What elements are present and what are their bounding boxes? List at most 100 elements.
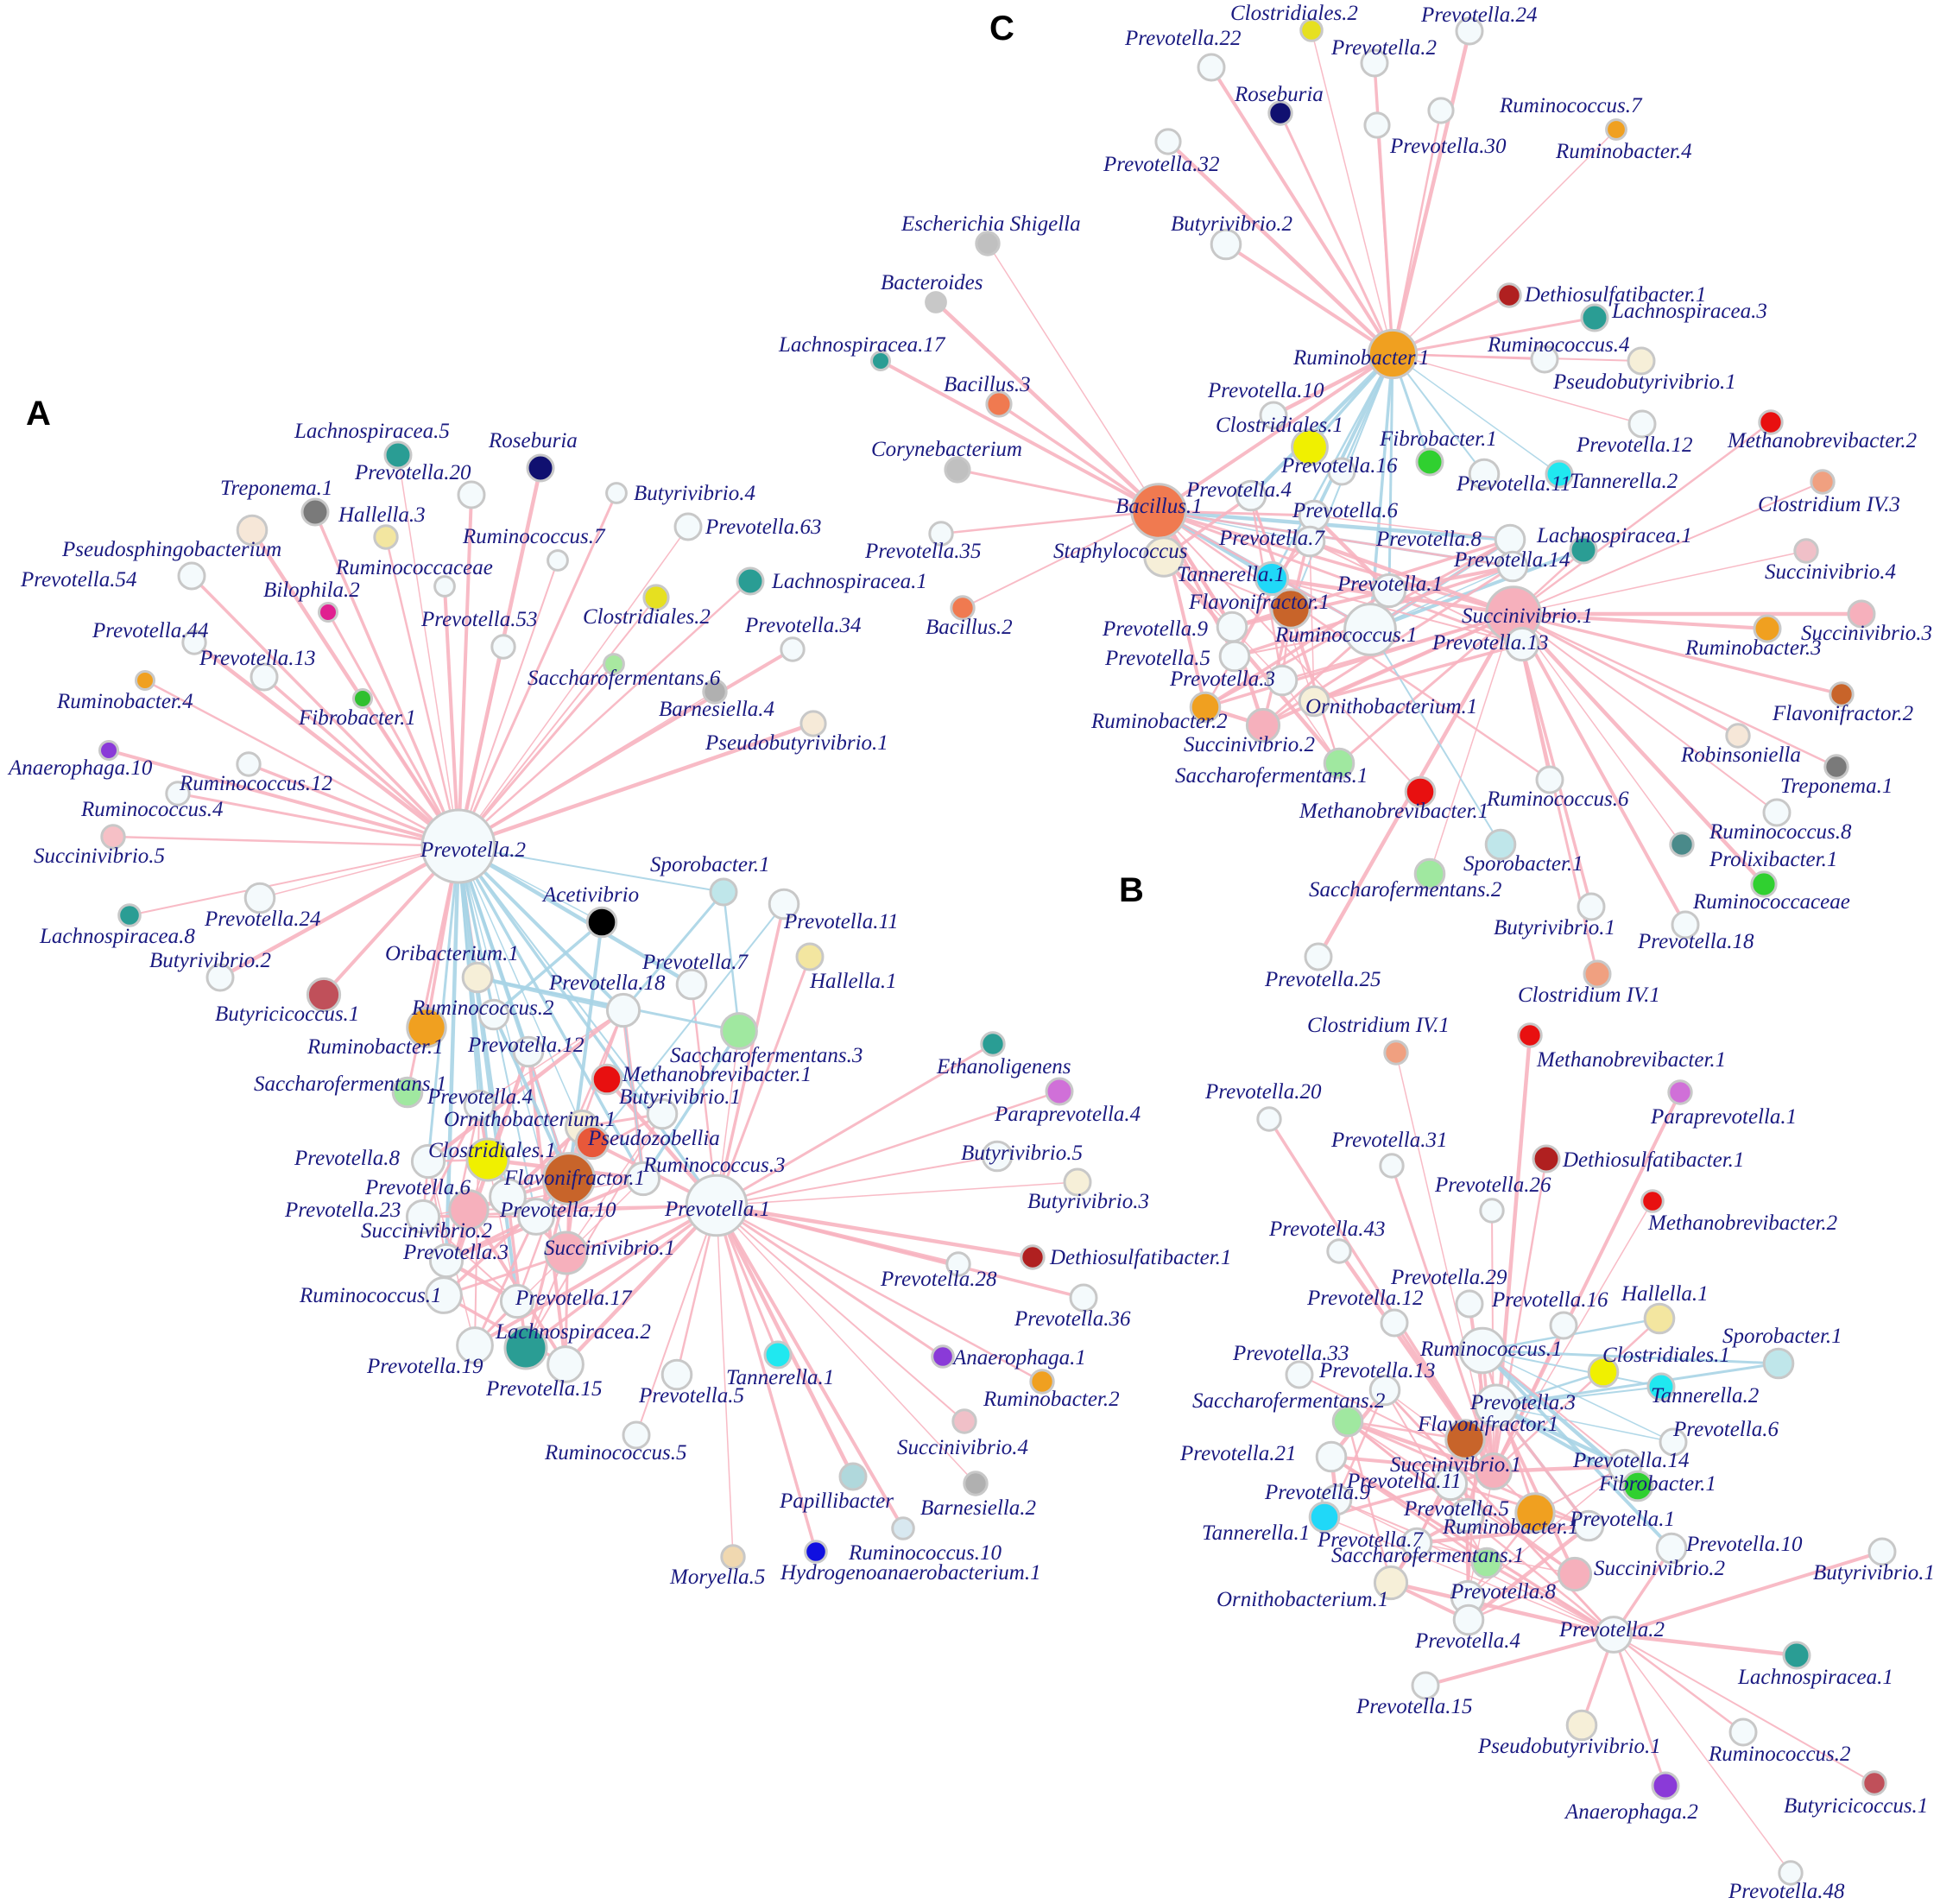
edge-a-prevotella-2-sporobacter-1 bbox=[458, 845, 724, 893]
label-a-prevotella-4: Prevotella.4 bbox=[427, 1085, 533, 1109]
node-a-prevotella-17 bbox=[499, 1283, 535, 1319]
label-a-prevotella-5: Prevotella.5 bbox=[638, 1384, 744, 1407]
edge-a-prevotella-2-lachnospiracea-8 bbox=[129, 845, 459, 916]
edge-b-succinivibrio-2-saccharofermentans-2 bbox=[1347, 1420, 1576, 1575]
edge-c-bacillus-1-corynebacterium bbox=[957, 468, 1160, 513]
node-b-prevotella-29 bbox=[1455, 1289, 1484, 1319]
label-a-prevotella-6: Prevotella.6 bbox=[364, 1176, 471, 1199]
label-b-prevotella-33: Prevotella.33 bbox=[1232, 1342, 1349, 1365]
node-c-prevotella-3 bbox=[1266, 664, 1299, 697]
label-b-butyrivibrio-1: Butyrivibrio.1 bbox=[1813, 1561, 1935, 1585]
node-b-paraprevotella-1 bbox=[1667, 1079, 1693, 1105]
label-a-prevotella-63: Prevotella.63 bbox=[705, 516, 821, 539]
node-c-sporobacter-1 bbox=[1484, 828, 1517, 861]
label-c-tannerella-1: Tannerella.1 bbox=[1177, 563, 1285, 586]
label-a-butyrivibrio-4: Butyrivibrio.4 bbox=[634, 482, 755, 505]
edge-b-prevotella-13-prevotella-2 bbox=[1384, 1389, 1615, 1635]
node-c-escherichia-shigella bbox=[975, 231, 1001, 256]
edge-a-prevotella-2-bilophila-2 bbox=[326, 611, 460, 847]
node-b-succinivibrio-1 bbox=[1475, 1452, 1513, 1490]
node-c-ruminobacter-3 bbox=[1753, 614, 1782, 643]
edge-c-ruminobacter-1-pseudobutyrivibrio-1 bbox=[1392, 353, 1642, 362]
node-b-flavonifractor-1 bbox=[1444, 1419, 1486, 1460]
edge-c-bacillus-1-escherichia-shigella bbox=[987, 243, 1160, 512]
label-a-anaerophaga-1: Anaerophaga.1 bbox=[951, 1346, 1086, 1369]
label-a-tannerella-1: Tannerella.1 bbox=[726, 1366, 834, 1389]
edge-c-ruminococcus-1-sporobacter-1 bbox=[1369, 629, 1501, 845]
node-a-ruminococcaceae bbox=[433, 575, 456, 598]
label-c-succinivibrio-4: Succinivibrio.4 bbox=[1765, 560, 1896, 584]
node-a-butyrivibrio-1 bbox=[646, 1097, 679, 1130]
node-a-oribacterium-1 bbox=[461, 961, 494, 994]
label-b-prevotella-15: Prevotella.15 bbox=[1356, 1695, 1472, 1718]
label-a-prevotella-34: Prevotella.34 bbox=[744, 614, 861, 637]
label-a-methanobrevibacter-1: Methanobrevibacter.1 bbox=[622, 1063, 812, 1086]
node-a-prevotella-24 bbox=[243, 882, 276, 914]
node-a-saccharofermentans-3 bbox=[720, 1012, 758, 1050]
label-b-fibrobacter-1: Fibrobacter.1 bbox=[1598, 1472, 1716, 1496]
network-labels: Prevotella.2Prevotella.1Lachnospiracea.5… bbox=[7, 2, 1935, 1903]
node-a-bilophila-2 bbox=[318, 602, 338, 623]
label-a-prevotella-17: Prevotella.17 bbox=[515, 1287, 633, 1310]
label-a-clostridiales-2: Clostridiales.2 bbox=[583, 605, 711, 629]
label-c-tannerella-2: Tannerella.2 bbox=[1570, 470, 1678, 493]
edge-a-prevotella-2-butyrivibrio-1 bbox=[458, 845, 663, 1115]
node-c-clostridiales-1 bbox=[1291, 428, 1329, 466]
node-c-ornithobacterium-1 bbox=[1298, 685, 1330, 718]
edge-c-ruminobacter-1-prevotella-1 bbox=[1387, 353, 1394, 591]
label-c-ruminobacter-4: Ruminobacter.4 bbox=[1555, 140, 1692, 163]
label-b-prevotella-26: Prevotella.26 bbox=[1434, 1173, 1551, 1197]
node-a-ruminococcus-4 bbox=[165, 781, 191, 807]
node-b-prevotella-48 bbox=[1778, 1860, 1804, 1886]
label-a-prevotella-36: Prevotella.36 bbox=[1014, 1307, 1131, 1331]
node-b-prevotella-4 bbox=[1452, 1604, 1485, 1636]
node-c-saccharofermentans-2 bbox=[1413, 857, 1446, 890]
label-a-butyrivibrio-2: Butyrivibrio.2 bbox=[149, 949, 271, 972]
label-c-prevotella-9: Prevotella.9 bbox=[1102, 617, 1208, 641]
edge-c-succinivibrio-1-ruminococcus-8 bbox=[1513, 613, 1778, 813]
edge-a-prevotella-2-barnesiella-4 bbox=[458, 691, 716, 847]
label-c-prevotella-18: Prevotella.18 bbox=[1637, 930, 1754, 953]
label-a-prevotella-11: Prevotella.11 bbox=[783, 910, 899, 933]
edge-c-succinivibrio-1-prevotella-3 bbox=[1281, 612, 1514, 682]
node-c-clostridium-iv-3 bbox=[1810, 469, 1836, 495]
node-c-pseudobutyrivibrio-1 bbox=[1627, 346, 1656, 376]
label-a-hallella-1: Hallella.1 bbox=[809, 970, 897, 993]
label-c-saccharofermentans-2: Saccharofermentans.2 bbox=[1309, 878, 1501, 901]
label-a-saccharofermentans-3: Saccharofermentans.3 bbox=[670, 1044, 863, 1067]
node-a-prevotella-19 bbox=[456, 1326, 494, 1364]
node-a-butyrivibrio-4 bbox=[605, 482, 628, 504]
edge-a-prevotella-4-prevotella-18 bbox=[478, 1009, 624, 1106]
edge-c-ruminobacter-1-prevotella-22 bbox=[1210, 66, 1394, 356]
node-c-prevotella-2 bbox=[1360, 48, 1389, 78]
node-b-pseudobutyrivibrio-1 bbox=[1565, 1709, 1598, 1742]
label-b-prevotella-11: Prevotella.11 bbox=[1346, 1470, 1462, 1493]
edge-a-prevotella-2-saccharofermentans-1 bbox=[406, 845, 460, 1093]
label-b-prevotella-21: Prevotella.21 bbox=[1179, 1442, 1296, 1465]
label-c-ruminococcus-8: Ruminococcus.8 bbox=[1709, 820, 1852, 844]
node-b-prevotella-10 bbox=[1655, 1532, 1688, 1565]
node-c-robinsoniella bbox=[1725, 723, 1751, 749]
edge-c-ruminobacter-1-ruminococcus-7 bbox=[1391, 110, 1443, 355]
label-a-ruminococcus-1: Ruminococcus.1 bbox=[299, 1284, 442, 1307]
label-a-moryella-5: Moryella.5 bbox=[669, 1566, 765, 1589]
label-c-butyrivibrio-1: Butyrivibrio.1 bbox=[1494, 916, 1615, 939]
node-b-prevotella-12 bbox=[1380, 1308, 1409, 1338]
label-a-lachnospiracea-5: Lachnospiracea.5 bbox=[294, 420, 450, 443]
node-a-hallella-1 bbox=[795, 942, 825, 971]
label-a-prevotella-19: Prevotella.19 bbox=[366, 1355, 483, 1378]
node-a-lachnospiracea-8 bbox=[117, 903, 142, 927]
label-c-bacillus-2: Bacillus.2 bbox=[926, 616, 1013, 639]
edge-c-prevotella-6-prevotella-8 bbox=[1313, 515, 1511, 541]
edge-c-succinivibrio-1-robinsoniella bbox=[1513, 612, 1739, 737]
node-c-butyrivibrio-1 bbox=[1577, 892, 1606, 921]
node-b-ruminococcus-1 bbox=[1458, 1326, 1507, 1375]
edge-a-prevotella-2-ruminobacter-4 bbox=[144, 679, 459, 848]
label-a-prevotella-8: Prevotella.8 bbox=[294, 1147, 400, 1170]
node-b-prevotella-16 bbox=[1549, 1311, 1578, 1340]
edge-b-succinivibrio-1-prevotella-20 bbox=[1267, 1118, 1495, 1472]
edge-a-prevotella-2-lachnospiracea-1 bbox=[458, 580, 751, 847]
edge-b-ruminococcus-1-prevotella-6 bbox=[1482, 1350, 1674, 1443]
edge-c-ruminobacter-1-prevotella-4 bbox=[1249, 352, 1394, 497]
node-a-succinivibrio-4 bbox=[951, 1408, 977, 1434]
